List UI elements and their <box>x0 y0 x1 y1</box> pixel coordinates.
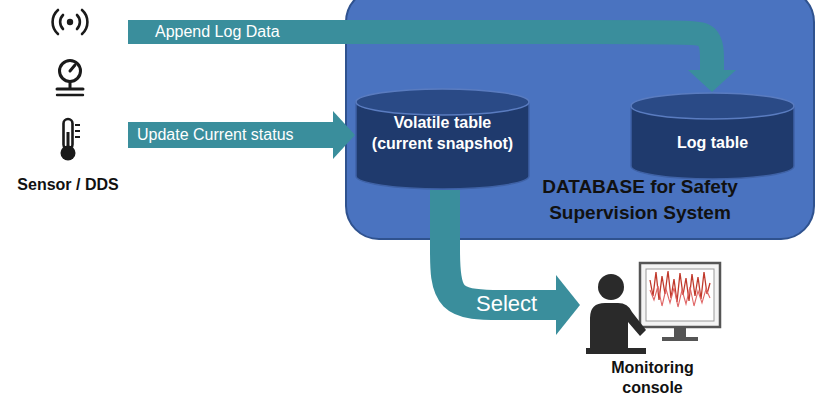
volatile-table-cylinder: Volatile table (current snapshot) <box>355 88 530 190</box>
wireless-icon <box>53 10 88 34</box>
flow-arrow <box>445 190 580 335</box>
node-text: Monitoring console <box>580 358 725 398</box>
edge-label: Update Current status <box>137 124 294 146</box>
console-illustration <box>586 263 720 354</box>
flow-arrow <box>128 111 355 159</box>
node-text: Volatile table (current snapshot) <box>370 112 515 154</box>
gauge-icon <box>57 61 83 96</box>
cylinder-top <box>631 93 794 119</box>
log-table-cylinder: Log table <box>630 92 795 180</box>
edge-label: Select <box>476 290 537 318</box>
node-text: Sensor / DDS <box>0 175 136 195</box>
node-text: Log table <box>640 132 785 153</box>
database-container: DATABASE for Safety Supervision System Vo… <box>345 0 815 240</box>
cylinder-body <box>356 102 529 189</box>
arrow-band <box>445 190 557 305</box>
arrow-head <box>556 275 580 335</box>
edge-label: Append Log Data <box>155 21 280 43</box>
flow-arrow <box>128 32 736 92</box>
arrow-head <box>333 111 355 159</box>
arrow-head <box>688 70 736 92</box>
thermometer-icon <box>61 119 81 161</box>
cylinder-top <box>356 89 529 115</box>
monitoring-console: Monitoring console <box>580 255 725 400</box>
arrow-band <box>128 122 334 148</box>
arrow-band <box>128 32 712 71</box>
node-text: DATABASE for Safety Supervision System <box>480 174 800 226</box>
sensor-group: Sensor / DDS <box>8 0 128 197</box>
